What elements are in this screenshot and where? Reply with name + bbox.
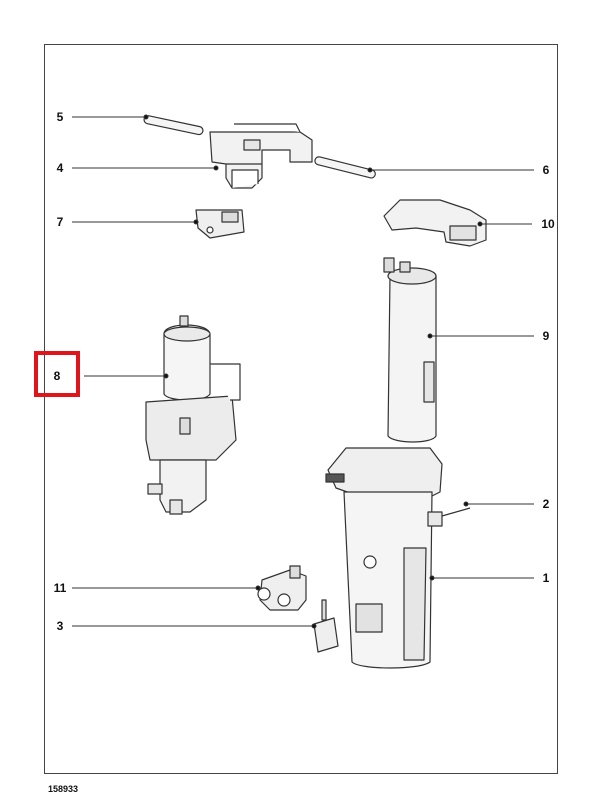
leader-lines [72,114,534,629]
part-7-switch [195,209,245,239]
callout-8: 8 [53,369,61,383]
callout-9: 9 [542,329,550,343]
callout-7: 7 [56,215,64,229]
diagram-frame [44,44,558,774]
part-11-connector [257,565,307,611]
part-2-screw [427,507,471,527]
callout-3: 3 [56,619,64,633]
callout-10: 10 [541,217,555,231]
callout-6: 6 [542,163,550,177]
document-number: 158933 [48,784,79,794]
part-4-holder [209,123,313,189]
part-1-housing [325,447,443,669]
callout-4: 4 [56,161,64,175]
callout-1: 1 [542,571,550,585]
callout-5: 5 [56,110,64,124]
part-5-pin [143,115,204,136]
part-6-pin [314,156,376,179]
part-10-clip [383,199,487,247]
part-8-pump [145,315,241,515]
part-3-sensor [313,599,339,653]
callout-11: 11 [53,581,67,595]
highlight-box [34,351,80,397]
part-9-tank [383,257,437,443]
callout-2: 2 [542,497,550,511]
